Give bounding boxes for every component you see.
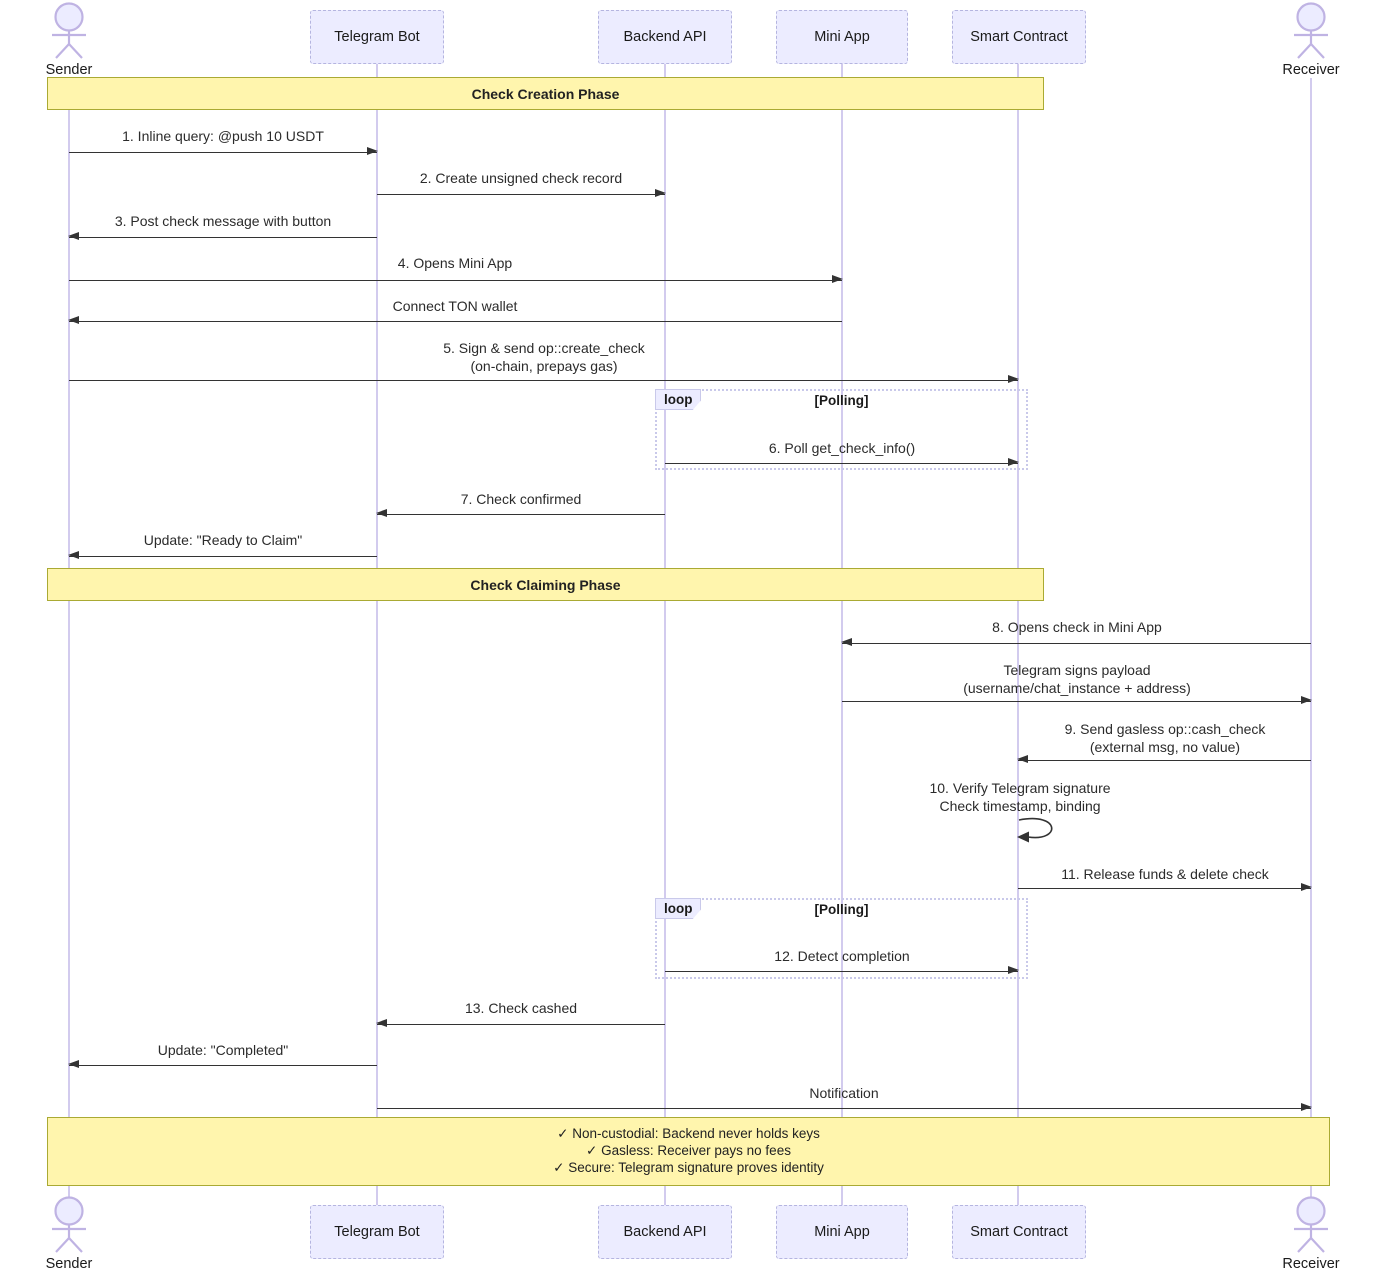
message-arrow [1018, 883, 1312, 892]
person-icon [52, 1196, 86, 1253]
participant-backend-api-bottom: Backend API [598, 1205, 732, 1259]
phase-banner-creation: Check Creation Phase [47, 77, 1044, 110]
message-arrow [665, 966, 1019, 975]
message-label: 4. Opens Mini App [397, 255, 513, 271]
message-arrow [377, 189, 666, 198]
message-label: 2. Create unsigned check record [419, 170, 623, 186]
message-arrow [68, 316, 842, 325]
loop-frame-polling-1: loop [Polling] [655, 389, 1028, 470]
phase-banner-claiming: Check Claiming Phase [47, 568, 1044, 601]
message-label: 9. Send gasless op::cash_check (external… [1064, 721, 1266, 755]
summary-note: ✓ Non-custodial: Backend never holds key… [47, 1117, 1330, 1186]
message-arrow [376, 1019, 665, 1028]
message-label: Notification [809, 1085, 879, 1101]
participant-mini-app-top: Mini App [776, 10, 908, 64]
lifeline-sender [68, 78, 70, 1202]
lifeline-telegram-bot [376, 64, 378, 1205]
participant-smart-contract-top: Smart Contract [952, 10, 1086, 64]
message-arrow [68, 232, 377, 241]
participant-telegram-bot-top: Telegram Bot [310, 10, 444, 64]
message-arrow [841, 638, 1311, 647]
actor-label: Receiver [1282, 62, 1340, 78]
message-label: Update: "Ready to Claim" [143, 532, 303, 548]
message-arrow [1017, 755, 1311, 764]
message-arrow [376, 509, 665, 518]
actor-receiver-bottom: Receiver [1266, 1196, 1356, 1270]
message-label: 13. Check cashed [464, 1000, 578, 1016]
message-label: Telegram signs payload (username/chat_in… [963, 662, 1191, 696]
lifeline-smart-contract [1017, 64, 1019, 1205]
message-label: 1. Inline query: @push 10 USDT [122, 128, 324, 144]
loop-frame-polling-2: loop [Polling] [655, 898, 1028, 979]
message-label: 6. Poll get_check_info() [768, 440, 916, 456]
message-label: 12. Detect completion [774, 948, 910, 964]
loop-condition: [Polling] [814, 902, 869, 917]
actor-label: Sender [45, 1256, 93, 1270]
message-label: 5. Sign & send op::create_check (on-chai… [443, 340, 645, 374]
actor-label: Sender [45, 62, 93, 78]
message-label: Connect TON wallet [392, 298, 518, 314]
message-arrow [69, 147, 378, 156]
message-arrow [69, 275, 843, 284]
person-icon [52, 2, 86, 59]
lifeline-receiver [1310, 78, 1312, 1202]
actor-sender-top: Sender [24, 2, 114, 78]
message-arrow [69, 375, 1019, 384]
self-message-loop-arrow [1017, 817, 1053, 843]
message-arrow [68, 551, 377, 560]
loop-label: loop [655, 389, 701, 410]
message-label: Update: "Completed" [157, 1042, 289, 1058]
message-label: 10. Verify Telegram signature Check time… [929, 780, 1111, 814]
participant-mini-app-bottom: Mini App [776, 1205, 908, 1259]
lifeline-mini-app [841, 64, 843, 1205]
participant-smart-contract-bottom: Smart Contract [952, 1205, 1086, 1259]
loop-label: loop [655, 898, 701, 919]
actor-receiver-top: Receiver [1266, 2, 1356, 78]
message-arrow [377, 1103, 1312, 1112]
person-icon [1294, 2, 1328, 59]
message-label: 11. Release funds & delete check [1061, 866, 1269, 882]
lifeline-backend-api [664, 64, 666, 1205]
loop-condition: [Polling] [814, 393, 869, 408]
message-arrow [665, 458, 1019, 467]
participant-telegram-bot-bottom: Telegram Bot [310, 1205, 444, 1259]
person-icon [1294, 1196, 1328, 1253]
message-arrow [842, 696, 1312, 705]
message-arrow [68, 1060, 377, 1069]
actor-sender-bottom: Sender [24, 1196, 114, 1270]
message-label: 8. Opens check in Mini App [992, 619, 1162, 635]
actor-label: Receiver [1282, 1256, 1340, 1270]
participant-backend-api-top: Backend API [598, 10, 732, 64]
message-label: 3. Post check message with button [114, 213, 332, 229]
message-label: 7. Check confirmed [460, 491, 582, 507]
